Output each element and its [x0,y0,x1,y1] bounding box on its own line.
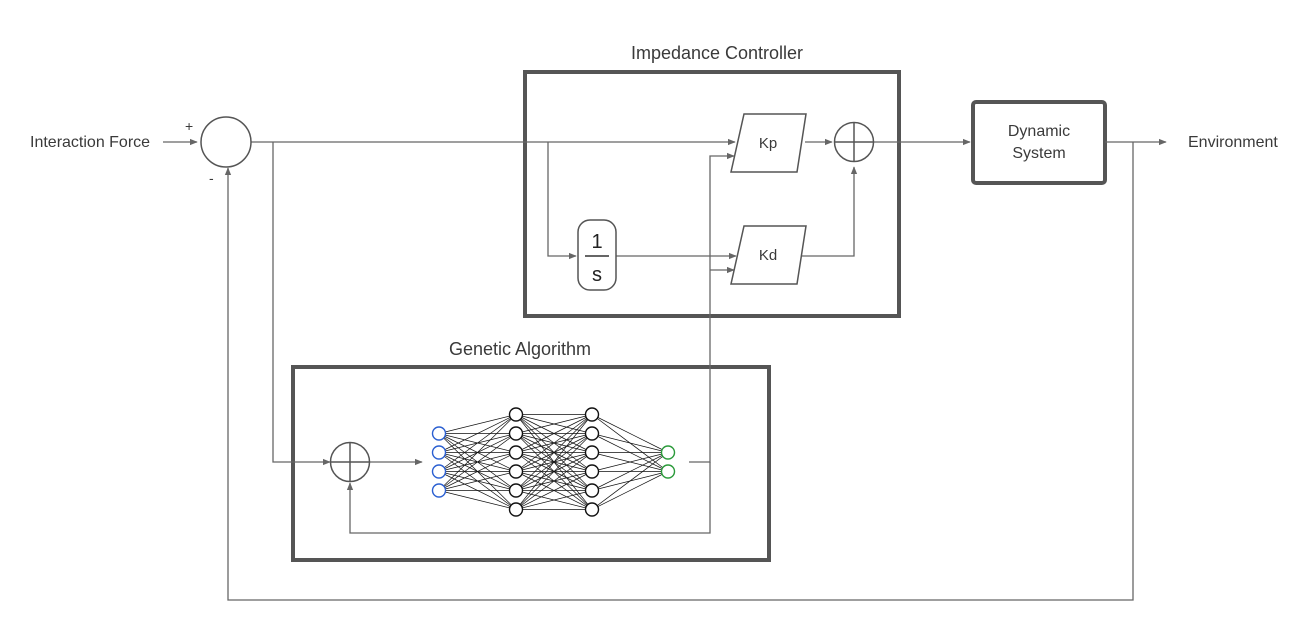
input-summing-junction [200,116,252,168]
impedance-controller-title: Impedance Controller [631,43,803,63]
nn-hidden-node [508,483,524,498]
integrator-block [577,219,617,291]
nn-link [438,414,517,472]
nn-hidden-node [584,464,600,479]
nn-hidden-node [508,445,524,460]
nn-link [515,414,593,434]
nn-hidden-node [508,407,524,422]
interaction-force-label: Interaction Force [30,134,150,151]
nn-hidden-node [508,464,524,479]
output-summing-junction [833,121,875,163]
nn-hidden-node [584,407,600,422]
ga-summing-junction [329,441,371,483]
nn-link [515,414,593,491]
nn-hidden-node [508,426,524,441]
nn-link [515,414,593,510]
integrator-numerator: 1 [591,231,602,253]
neural-network-nodes [431,407,676,517]
plus-sign: + [185,118,193,134]
nn-hidden-node [508,502,524,517]
nn-link [515,433,593,510]
kp-block [730,113,807,173]
integrator-denominator: s [592,264,602,286]
nn-input-node [431,445,447,460]
nn-link [438,471,517,491]
nn-link [438,414,517,491]
nn-link [591,452,669,472]
nn-link [515,490,593,510]
nn-link [438,414,517,453]
nn-link [438,452,517,491]
nn-link [591,471,669,510]
nn-hidden-node [584,445,600,460]
nn-hidden-node [584,426,600,441]
nn-output-node [660,464,676,479]
genetic-algorithm-title: Genetic Algorithm [449,339,591,359]
kd-label: Kd [759,247,777,264]
nn-input-node [431,483,447,498]
nn-link [591,414,669,453]
nn-link [591,452,669,491]
nn-link [438,414,517,434]
neural-network-links [438,414,669,510]
nn-hidden-node [584,502,600,517]
nn-link [515,414,593,472]
nn-link [438,490,517,510]
impedance-controller-box [523,70,901,318]
minus-sign: - [209,170,214,186]
nn-link [591,433,669,453]
kp-label: Kp [759,135,777,152]
nn-output-node [660,445,676,460]
nn-link [515,414,593,453]
kd-block [730,225,807,285]
dynamic-system-label-line2: System [1012,145,1065,162]
nn-link [591,452,669,510]
dynamic-system-label-line1: Dynamic [1008,123,1070,140]
nn-link [438,433,517,491]
dynamic-system-box [971,100,1107,185]
nn-hidden-node [584,483,600,498]
environment-label: Environment [1188,134,1278,151]
nn-input-node [431,464,447,479]
nn-link [515,471,593,510]
nn-link [515,452,593,510]
connections [163,138,1167,601]
nn-input-node [431,426,447,441]
genetic-algorithm-box [291,365,771,562]
